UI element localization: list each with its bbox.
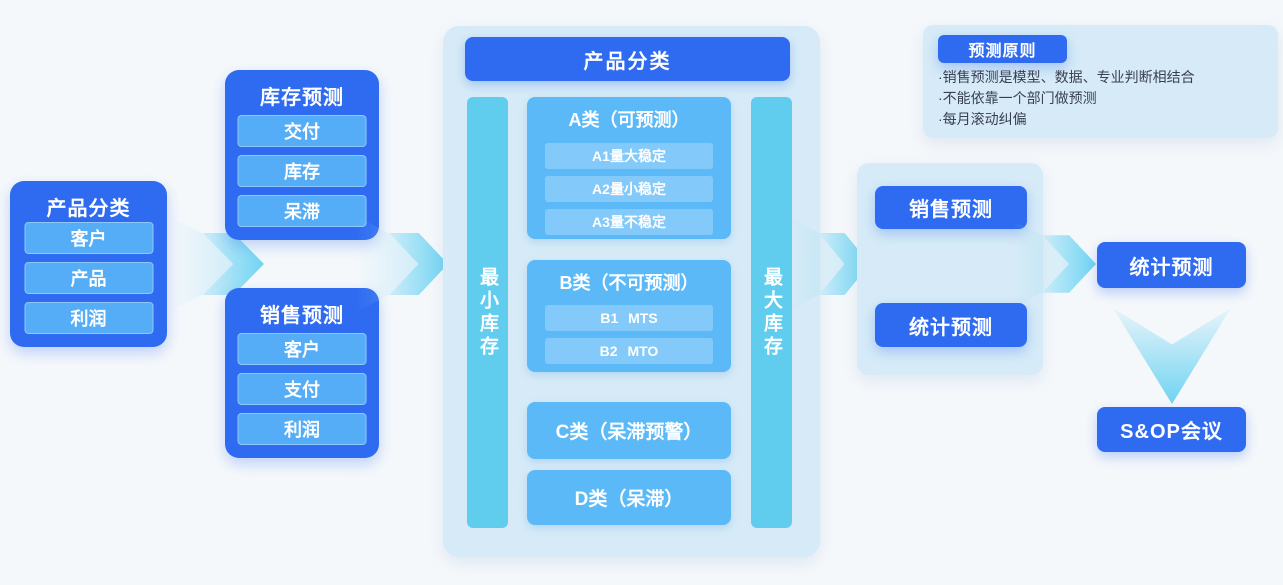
category-b-box: B类（不可预测） B1 MTS B2 MTO bbox=[527, 260, 731, 372]
inventory-item-delivery: 交付 bbox=[237, 115, 367, 147]
category-d-box: D类（呆滞） bbox=[527, 470, 731, 525]
arrow-right-4 bbox=[1012, 216, 1096, 312]
inventory-forecast-card: 库存预测 交付 库存 呆滞 bbox=[225, 70, 379, 240]
category-b-title: B类（不可预测） bbox=[559, 273, 699, 293]
arrow-right-2 bbox=[356, 212, 448, 316]
left-card-item-product: 产品 bbox=[24, 262, 153, 294]
category-d-title: D类（呆滞） bbox=[574, 489, 684, 510]
product-classification-card-title: 产品分类 bbox=[46, 198, 131, 220]
classification-panel-header: 产品分类 bbox=[465, 37, 790, 81]
inventory-item-stagnant: 呆滞 bbox=[237, 195, 367, 227]
sales-item-payment: 支付 bbox=[237, 373, 367, 405]
left-card-item-profit: 利润 bbox=[24, 302, 153, 334]
min-inventory-bar: 最小库存 bbox=[467, 97, 508, 528]
principles-bullet-3: ·每月滚动纠偏 bbox=[938, 111, 1027, 127]
statistical-forecast-box: 统计预测 bbox=[875, 303, 1027, 347]
principles-bullet-1: ·销售预测是模型、数据、专业判断相结合 bbox=[938, 69, 1195, 85]
category-a-title: A类（可预测） bbox=[568, 110, 690, 130]
arrow-down bbox=[1113, 308, 1231, 404]
category-b-item-2: B2 MTO bbox=[545, 338, 713, 364]
category-a-box: A类（可预测） A1量大稳定 A2量小稳定 A3量不稳定 bbox=[527, 97, 731, 239]
max-inventory-bar-label: 最大库存 bbox=[761, 266, 782, 359]
category-b-item-1: B1 MTS bbox=[545, 305, 713, 331]
left-card-item-customer: 客户 bbox=[24, 222, 153, 254]
min-inventory-bar-label: 最小库存 bbox=[477, 266, 498, 359]
inventory-item-stock: 库存 bbox=[237, 155, 367, 187]
category-a-item-2: A2量小稳定 bbox=[545, 176, 713, 202]
principles-title-badge: 预测原则 bbox=[938, 35, 1067, 63]
sales-forecast-card-title: 销售预测 bbox=[260, 305, 344, 327]
statistical-forecast-output-box: 统计预测 bbox=[1097, 242, 1246, 288]
inventory-forecast-card-title: 库存预测 bbox=[260, 87, 344, 109]
category-a-item-3: A3量不稳定 bbox=[545, 209, 713, 235]
max-inventory-bar: 最大库存 bbox=[751, 97, 792, 528]
sales-item-profit: 利润 bbox=[237, 413, 367, 445]
principles-bullet-list: ·销售预测是模型、数据、专业判断相结合 ·不能依靠一个部门做预测 ·每月滚动纠偏 bbox=[938, 68, 1268, 131]
category-c-box: C类（呆滞预警） bbox=[527, 402, 731, 459]
sales-item-customer: 客户 bbox=[237, 333, 367, 365]
sales-forecast-card: 销售预测 客户 支付 利润 bbox=[225, 288, 379, 458]
category-a-item-1: A1量大稳定 bbox=[545, 143, 713, 169]
sales-forecast-box: 销售预测 bbox=[875, 186, 1027, 229]
sop-meeting-box: S&OP会议 bbox=[1097, 407, 1246, 452]
principles-bullet-2: ·不能依靠一个部门做预测 bbox=[938, 90, 1097, 106]
product-classification-card: 产品分类 客户 产品 利润 bbox=[10, 181, 167, 347]
category-c-title: C类（呆滞预警） bbox=[555, 422, 703, 443]
